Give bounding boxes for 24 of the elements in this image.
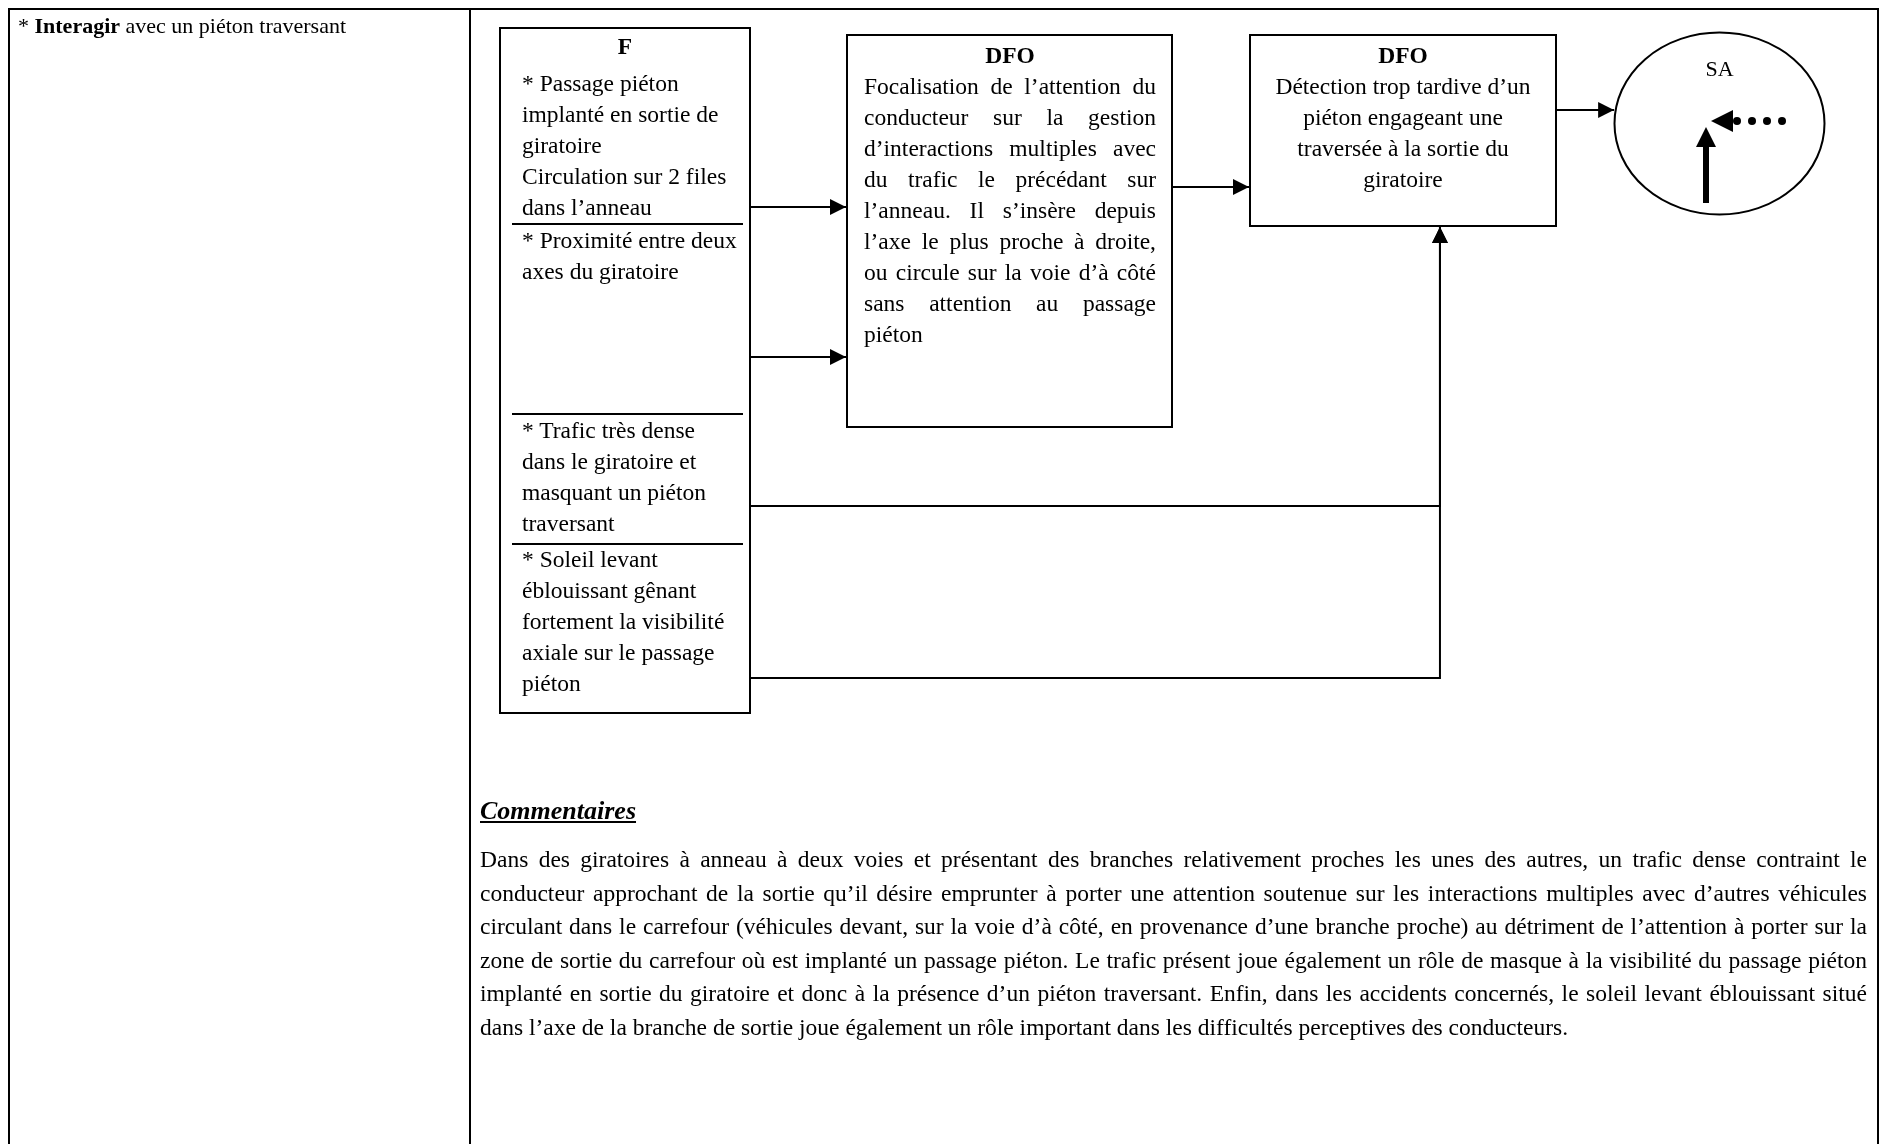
arrow [1556, 102, 1616, 118]
box-text: * Proximité entre deux axes du giratoire [522, 226, 738, 286]
box-title: DFO [984, 41, 1036, 70]
process-box [1249, 34, 1557, 227]
box-text: * Soleil levant éblouissant gênant fortement la visibilité axiale sur le passage piéton [522, 545, 726, 698]
section-heading: Commentaires [480, 795, 636, 827]
ellipse-node [1613, 31, 1826, 216]
box-text: SA [1704, 55, 1735, 83]
box-title: F [616, 32, 634, 61]
box-text: Détection trop tardive d’un piéton engageant une traversée à la sortie du giratoire [1274, 72, 1532, 194]
box-text: Focalisation de l’attention du conducteur sur la gestion d’interactions multiples avec du trafic le précédant sur l’anneau. Il s’insère depuis l’axe le plus proche à droite, ou circule sur la voie d’à côté sans attention au passage piéton [864, 72, 1156, 349]
arrow [750, 199, 847, 215]
process-box [846, 34, 1173, 428]
process-box [499, 27, 751, 714]
factor-section [512, 413, 743, 545]
arrow [1172, 179, 1250, 195]
box-title: DFO [1377, 41, 1429, 70]
box-text: Circulation sur 2 files dans l’anneau [522, 162, 728, 222]
comment-paragraph: Dans des giratoires à anneau à deux voies et présentant des branches relativement proches les unes des autres, un trafic dense contraint le conducteur approchant de la sortie qu’il désire emprunter à porter une attention soutenue sur les interactions multiples avec d’autres véhicules circulant dans le carrefour (véhicules devant, sur la voie d’à côté, en provenance d’une branche proche) au détriment de l’attention à porter sur la zone de sortie du carrefour où est implanté un passage piéton. Le trafic présent joue également un rôle de masque à la visibilité du passage piéton implanté en sortie du giratoire et donc à la présence d’un piéton traversant. Enfin, dans les accidents concernés, le soleil levant éblouissant situé dans l’axe de la branche de sortie joue également un rôle important dans les difficultés perceptives des conducteurs. [480, 845, 1867, 1042]
arrow [750, 349, 847, 365]
arrow [750, 226, 1448, 679]
box-text: * Passage piéton implanté en sortie de giratoire [522, 69, 720, 160]
row-heading: *Interagir avec un piéton traversant [18, 12, 348, 40]
box-text: * Trafic très dense dans le giratoire et masquant un piéton traversant [522, 416, 708, 538]
